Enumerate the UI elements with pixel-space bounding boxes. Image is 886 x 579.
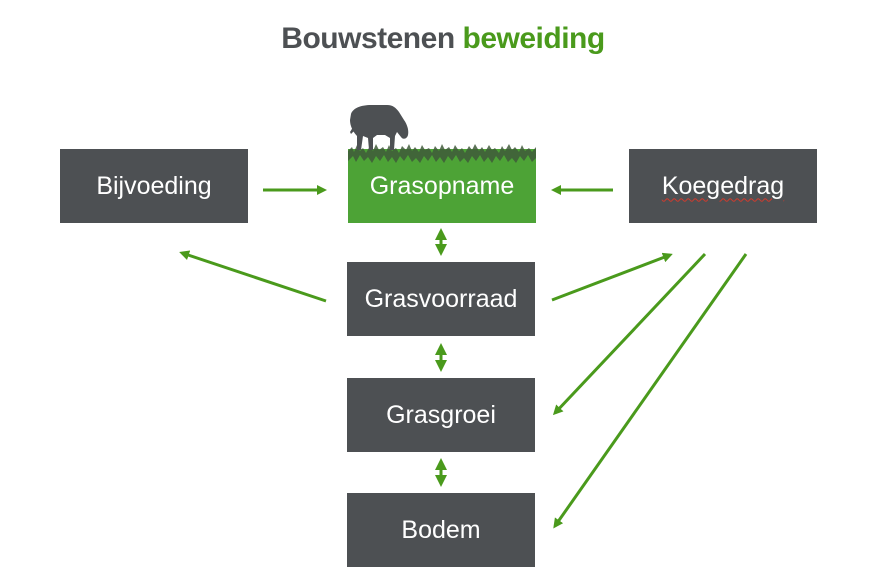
title-part-2: beweiding	[462, 22, 606, 55]
box-bijvoeding: Bijvoeding	[60, 149, 248, 223]
arrow-koegedrag-to-grasgroei	[552, 252, 707, 416]
box-grasopname: Grasopname	[348, 105, 536, 223]
box-bijvoeding-label: Bijvoeding	[96, 171, 212, 200]
box-grasopname-label: Grasopname	[369, 171, 515, 200]
grass-strip	[348, 144, 536, 173]
box-grasgroei-label: Grasgroei	[386, 400, 496, 429]
arrow-koegedrag-to-bodem	[553, 253, 748, 529]
grazing-cow-icon	[350, 105, 409, 150]
arrow-grasvoorraad-to-bijvoeding	[179, 250, 327, 303]
title-part-1: Bouwstenen	[281, 22, 455, 55]
box-bodem: Bodem	[347, 493, 535, 567]
box-koegedrag: Koegedrag	[629, 149, 817, 223]
box-koegedrag-label: Koegedrag	[661, 171, 785, 200]
box-bodem-label: Bodem	[401, 515, 481, 544]
arrow-grasvoorraad-to-koegedrag	[551, 252, 673, 302]
box-grasvoorraad-label: Grasvoorraad	[364, 284, 518, 313]
box-grasgroei: Grasgroei	[347, 378, 535, 452]
diagram-title: Bouwstenen beweiding	[0, 22, 886, 56]
box-grasvoorraad: Grasvoorraad	[347, 262, 535, 336]
